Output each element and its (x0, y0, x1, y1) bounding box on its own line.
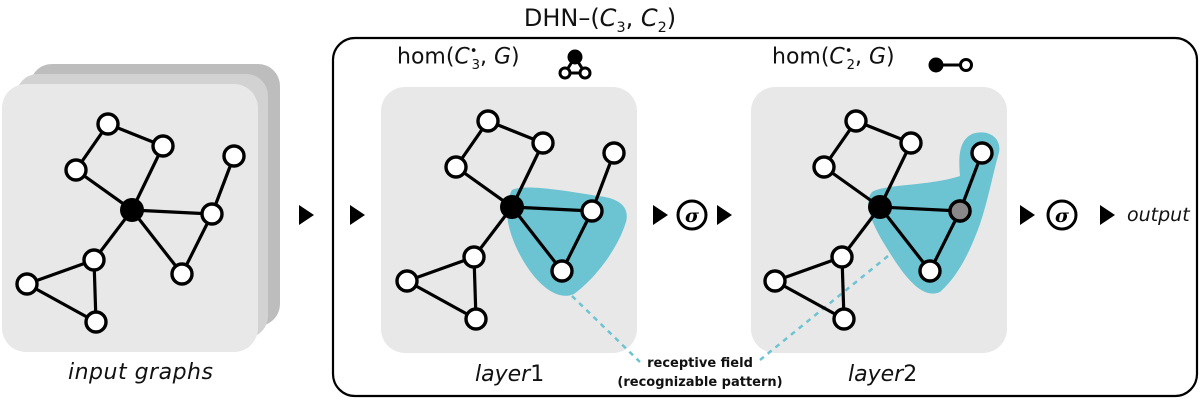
receptive-field-line2: (recognizable pattern) (617, 375, 783, 390)
layer1-graph (395, 109, 626, 331)
output-label: output (1127, 204, 1190, 226)
input-center-node (120, 198, 144, 222)
sigma-activation-1: σ (676, 199, 708, 231)
dhn-title: DHN–(C3, C2) (524, 4, 676, 36)
hom-c-sub: 2 (846, 57, 855, 73)
hom-prefix: hom( (772, 44, 830, 70)
receptive-field-label: receptive field (recognizable pattern) (617, 354, 782, 392)
input-caption: input graphs (68, 360, 214, 385)
edge-pattern-icon (928, 57, 973, 73)
hom-g: G (493, 44, 512, 70)
title-sep: , (625, 4, 641, 32)
layer1-caption: layer1 (475, 362, 544, 387)
sigma-symbol: σ (1055, 205, 1070, 227)
hom-c-sub: 3 (471, 57, 480, 73)
title-c1: C (599, 4, 617, 32)
hom-prefix: hom( (397, 44, 455, 70)
layer2-caption-num: 2 (903, 362, 918, 387)
layer1-center-node (500, 195, 524, 219)
triangle-pattern-icon (558, 49, 592, 80)
receptive-field-line1: receptive field (647, 356, 753, 371)
arrow-icon (653, 205, 668, 225)
title-c2-sub: 2 (657, 19, 667, 36)
layer2-receptive-highlight (868, 132, 1000, 294)
layer2-caption-text: layer (848, 362, 904, 387)
flow-arrows (299, 205, 1115, 225)
layer1-caption-text: layer (475, 362, 531, 387)
hom-g: G (868, 44, 887, 70)
arrow-icon (717, 205, 732, 225)
layer2-caption: layer2 (848, 362, 917, 387)
title-c1-sub: 3 (616, 19, 626, 36)
arrow-icon (299, 205, 314, 225)
title-prefix: DHN–( (523, 4, 600, 32)
layer1-caption-num: 1 (530, 362, 545, 387)
hom-c-sup: • (844, 44, 853, 59)
hom-sep: , (479, 44, 494, 70)
layer2-marked-node (948, 199, 972, 223)
sigma-activation-2: σ (1046, 199, 1078, 231)
layer2-graph (763, 109, 994, 331)
hom-c-sup: • (469, 44, 478, 59)
hom-sep: , (854, 44, 869, 70)
input-graph (15, 112, 246, 334)
title-suffix: ) (666, 4, 677, 32)
arrow-icon (1100, 205, 1115, 225)
hom-c: C (454, 44, 470, 70)
layer1-hom-label: hom(C•3, G) (397, 44, 520, 73)
layer2-hom-label: hom(C•2, G) (772, 44, 895, 73)
dhn-box (331, 36, 1199, 398)
title-c2: C (640, 4, 658, 32)
hom-suffix: ) (886, 44, 895, 70)
sigma-symbol: σ (685, 205, 700, 227)
arrow-icon (1020, 205, 1035, 225)
hom-suffix: ) (511, 44, 520, 70)
hom-c: C (829, 44, 845, 70)
layer2-center-node (868, 195, 892, 219)
arrow-icon (350, 205, 365, 225)
